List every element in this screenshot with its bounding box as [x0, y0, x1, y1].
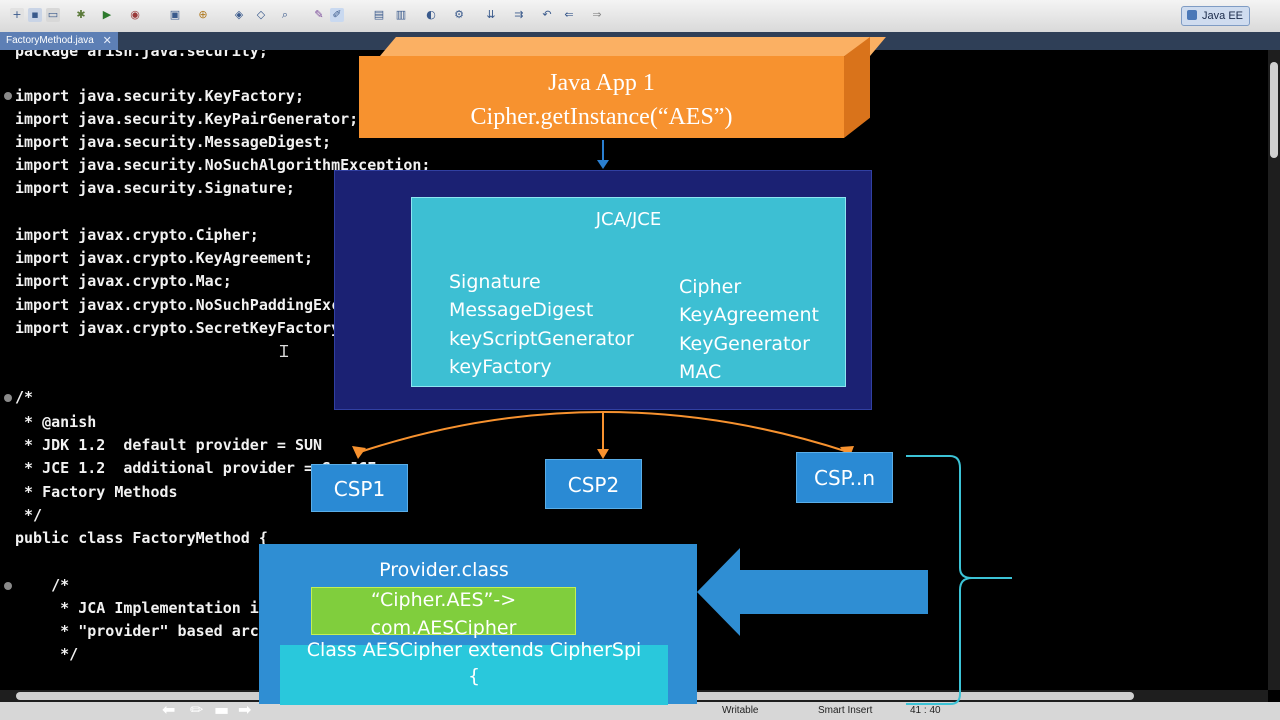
fold-toggle-icon[interactable]: [4, 92, 12, 100]
code-line: public class FactoryMethod {: [15, 529, 268, 547]
close-icon[interactable]: ✕: [102, 35, 112, 47]
api-item: keyScriptGenerator: [449, 328, 634, 350]
slide-menu-icon[interactable]: ▬: [214, 700, 230, 719]
next-edit-icon[interactable]: ⇉: [514, 8, 524, 21]
arrowhead-icon: [597, 160, 609, 169]
print-icon[interactable]: ▭: [46, 8, 60, 22]
search-icon[interactable]: ⌕: [281, 8, 289, 21]
web-browser-icon[interactable]: ◐: [426, 8, 436, 21]
forward-arrow-icon[interactable]: ➡: [238, 700, 252, 719]
fold-toggle-icon[interactable]: [4, 394, 12, 402]
new-icon[interactable]: +: [10, 8, 24, 22]
jca-inner-box: JCA/JCE Signature MessageDigest keyScrip…: [411, 197, 846, 387]
code-line: * @anish: [15, 413, 97, 431]
code-line: import java.security.MessageDigest;: [15, 133, 332, 151]
code-line: /*: [15, 388, 34, 406]
prev-annotation-icon[interactable]: ▥: [395, 8, 407, 21]
last-edit-icon[interactable]: ⇊: [486, 8, 496, 21]
provider-title: Provider.class: [379, 559, 509, 581]
back-icon[interactable]: ↶: [542, 8, 552, 21]
status-cursor-position: 41 : 40: [910, 705, 941, 716]
app-box-top: [380, 37, 886, 56]
api-item: keyFactory: [449, 356, 552, 378]
code-line: import javax.crypto.NoSuchPaddingExcepti…: [15, 296, 404, 314]
forward-icon[interactable]: ⇐: [564, 8, 574, 21]
code-line: import java.security.KeyFactory;: [15, 87, 304, 105]
status-bar: Writable Smart Insert 41 : 40: [0, 702, 1280, 720]
fold-toggle-icon[interactable]: [4, 582, 12, 590]
code-line: package arish.java.security;: [15, 50, 268, 60]
code-line: import javax.crypto.Cipher;: [15, 226, 259, 244]
toggle-mark-icon[interactable]: ✐: [330, 8, 344, 22]
pen-icon[interactable]: ✏: [190, 700, 204, 719]
code-line: import javax.crypto.Mac;: [15, 272, 232, 290]
app-call: Cipher.getInstance(“AES”): [470, 104, 733, 130]
vertical-scrollbar[interactable]: [1268, 50, 1280, 690]
code-line: import java.security.KeyPairGenerator;: [15, 110, 359, 128]
code-line: import javax.crypto.SecretKeyFactory;: [15, 319, 350, 337]
code-line: * Factory Methods: [15, 483, 178, 501]
arrowhead-icon: [597, 449, 609, 459]
code-line: * JDK 1.2 default provider = SUN: [15, 436, 323, 454]
back-arrow-icon[interactable]: ⬅: [162, 700, 176, 719]
spi-line-2: {: [467, 665, 481, 687]
new-package-icon[interactable]: ⊕: [198, 8, 208, 21]
code-line: import java.security.NoSuchAlgorithmExce…: [15, 156, 431, 174]
provider-mapping-box: “Cipher.AES”-> com.AESCipher: [311, 587, 576, 639]
debug-icon[interactable]: ✱: [76, 8, 86, 21]
status-writable: Writable: [722, 705, 759, 716]
code-line: import javax.crypto.KeyAgreement;: [15, 249, 314, 267]
code-line: /*: [15, 576, 70, 594]
api-item: Signature: [449, 271, 541, 293]
main-toolbar: + ▪ ▭ ✱ ▶ ◉ ▣ ⊕ ◈ ◇ ⌕ ✎ ✐ ▤ ▥ ◐ ⚙ ⇊ ⇉ ↶ …: [0, 0, 1280, 33]
spi-line-1: Class AESCipher extends CipherSpi: [306, 639, 642, 661]
code-line: */: [15, 645, 79, 663]
perspective-java-ee[interactable]: Java EE: [1181, 6, 1250, 26]
next-annotation-icon[interactable]: ▤: [373, 8, 385, 21]
run-icon[interactable]: ▶: [102, 8, 112, 21]
csp2-box: CSP2: [545, 459, 642, 509]
cipher-spi-box: Class AESCipher extends CipherSpi {: [280, 639, 668, 705]
code-line: */: [15, 506, 43, 524]
status-insert-mode: Smart Insert: [818, 705, 873, 716]
code-line: import java.security.Signature;: [15, 179, 295, 197]
text-cursor-icon: Ｉ: [276, 342, 293, 361]
csp1-box: CSP1: [311, 464, 408, 512]
jca-title: JCA/JCE: [595, 209, 662, 230]
mapping-line-2: com.AESCipher: [370, 617, 517, 639]
api-item: KeyGenerator: [679, 333, 810, 355]
big-left-arrow: [697, 548, 928, 636]
server-icon[interactable]: ⚙: [454, 8, 464, 21]
java-app-box: Java App 1 Cipher.getInstance(“AES”): [359, 56, 844, 138]
code-line: * JCE 1.2 additional provider = SunJCE: [15, 459, 377, 477]
external-tools-icon[interactable]: ◉: [130, 8, 140, 21]
csp-brace: [906, 455, 1012, 705]
api-item: KeyAgreement: [679, 304, 819, 326]
app-title: Java App 1: [548, 70, 655, 96]
tab-label: FactoryMethod.java: [6, 35, 94, 46]
new-java-project-icon[interactable]: ▣: [169, 8, 181, 21]
arrowhead-icon: [352, 446, 366, 459]
api-item: MAC: [679, 361, 722, 383]
api-item: Cipher: [679, 276, 742, 298]
mapping-line-1: “Cipher.AES”->: [370, 589, 517, 611]
new-class-icon[interactable]: ◈: [234, 8, 244, 21]
open-type-icon[interactable]: ◇: [256, 8, 266, 21]
annotation-icon[interactable]: ✎: [314, 8, 324, 21]
api-item: MessageDigest: [449, 299, 594, 321]
scroll-thumb[interactable]: [1270, 62, 1278, 158]
forward-disabled-icon: ⇒: [592, 8, 602, 21]
tab-factorymethod-java[interactable]: FactoryMethod.java ✕: [0, 32, 118, 50]
cspn-box: CSP..n: [796, 452, 893, 503]
save-icon[interactable]: ▪: [28, 8, 42, 22]
